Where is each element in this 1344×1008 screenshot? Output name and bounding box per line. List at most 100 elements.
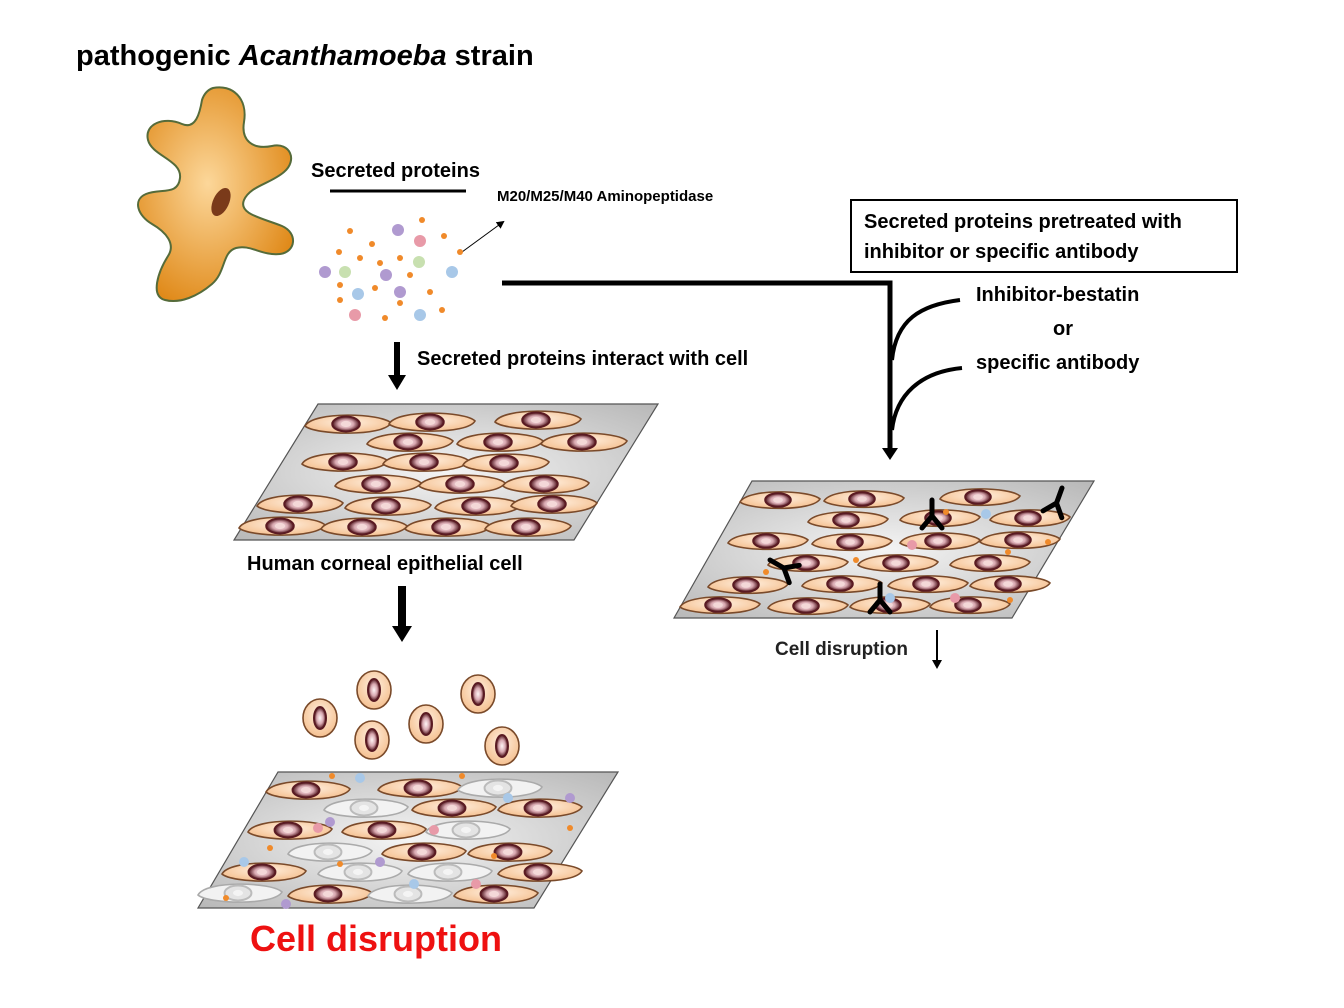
epithelial-cell (343, 496, 433, 516)
epithelial-cell (898, 532, 982, 551)
antibody-curve (890, 366, 963, 431)
protein-dot-icon (471, 879, 481, 889)
antibody-icon (867, 581, 893, 615)
epithelial-cell (220, 862, 308, 882)
protein-dot-icon (267, 845, 273, 851)
protein-dot-icon (459, 773, 465, 779)
epithelial-cell (387, 412, 477, 432)
epithelial-cell (381, 452, 471, 472)
protein-dot-icon (377, 260, 383, 266)
cell-disruption-small-label: Cell disruption (775, 639, 908, 660)
epithelial-cell (928, 596, 1012, 615)
protein-dot-icon (565, 793, 575, 803)
epithelial-cell (800, 575, 884, 594)
epithelial-cell (461, 453, 551, 473)
protein-dot-icon (392, 224, 404, 236)
antibodies (767, 485, 1065, 615)
epithelial-cell (509, 494, 599, 514)
protein-dot-icon (853, 557, 859, 563)
arrow-down-icon (392, 586, 412, 642)
protein-dot-icon (336, 249, 342, 255)
inhibitor-label: Inhibitor-bestatin (976, 284, 1140, 306)
protein-dot-icon (427, 289, 433, 295)
epithelial-cell (466, 842, 554, 862)
protein-dot-icon (372, 285, 378, 291)
protein-dot-icon (369, 241, 375, 247)
epithelial-cell (988, 509, 1072, 528)
epithelial-cell (424, 820, 512, 840)
protein-dot-icon (349, 309, 361, 321)
epithelial-cell (501, 474, 591, 494)
detached-cell (302, 698, 338, 738)
epithelial-cell (822, 490, 906, 509)
epithelial-cell (303, 414, 393, 434)
aminopeptidase-label: M20/M25/M40 Aminopeptidase (497, 188, 714, 205)
protein-dot-icon (1045, 539, 1051, 545)
epithelial-cell (246, 820, 334, 840)
protein-dot-icon (337, 861, 343, 867)
protein-dot-icon (943, 509, 949, 515)
pretreated-cell-plate (672, 480, 1096, 619)
protein-dot-icon (446, 266, 458, 278)
epithelial-cell (968, 575, 1052, 594)
epithelial-cell (410, 798, 498, 818)
protein-dot-icon (1007, 597, 1013, 603)
protein-dot-icon (397, 255, 403, 261)
pretreated-line-1: Secreted proteins pretreated with (864, 211, 1182, 233)
corneal-cell-plate (232, 403, 660, 541)
antibody-icon (1040, 485, 1065, 521)
connector-line (502, 280, 893, 452)
protein-dot-icon (325, 817, 335, 827)
antibody-icon (767, 557, 802, 586)
epithelial-cell (455, 432, 545, 452)
epithelial-cell (496, 798, 584, 818)
protein-dot-icon (382, 315, 388, 321)
epithelial-cell (678, 596, 762, 615)
epithelial-cell (286, 884, 374, 904)
protein-dot-icon (313, 823, 323, 833)
epithelial-cell (978, 531, 1062, 550)
epithelial-cell (264, 780, 352, 800)
protein-dot-icon (407, 272, 413, 278)
protein-dot-icon (375, 857, 385, 867)
epithelial-cell (806, 511, 890, 530)
epithelial-cell (706, 576, 790, 595)
inhibitor-curve (890, 298, 961, 361)
epithelial-cell (886, 575, 970, 594)
protein-dot-icon (419, 217, 425, 223)
page-title: pathogenic Acanthamoeba strain (76, 40, 534, 72)
protein-dot-icon (414, 235, 426, 247)
epithelial-cell (496, 862, 584, 882)
protein-dot-icon (339, 266, 351, 278)
epithelial-cell (196, 883, 284, 903)
protein-dot-icon (763, 569, 769, 575)
protein-dot-icon (981, 509, 991, 519)
epithelial-cell (766, 597, 850, 616)
epithelial-cell (237, 516, 327, 536)
protein-dot-icon (1005, 549, 1011, 555)
detached-cells (302, 670, 520, 766)
protein-dot-icon (357, 255, 363, 261)
epithelial-cell (726, 532, 810, 551)
epithelial-cell (456, 778, 544, 798)
protein-dot-icon (503, 793, 513, 803)
epithelial-cell (433, 496, 523, 516)
protein-dot-icon (281, 899, 291, 909)
pretreated-box: Secreted proteins pretreated with inhibi… (850, 199, 1238, 273)
arrow-down-icon (388, 342, 406, 390)
detached-cell (354, 720, 390, 760)
epithelial-cell (365, 432, 455, 452)
protein-dot-icon (429, 825, 439, 835)
epithelial-cell (340, 820, 428, 840)
pretreated-line-2: inhibitor or specific antibody (864, 241, 1139, 263)
epithelial-cell (333, 474, 423, 494)
antibody-icon (919, 497, 945, 531)
epithelial-cell (286, 842, 374, 862)
interact-label: Secreted proteins interact with cell (417, 348, 749, 370)
disrupted-cell-plate (196, 771, 620, 909)
detached-cell (356, 670, 392, 710)
epithelial-cell (810, 533, 894, 552)
epithelial-cell (452, 884, 540, 904)
